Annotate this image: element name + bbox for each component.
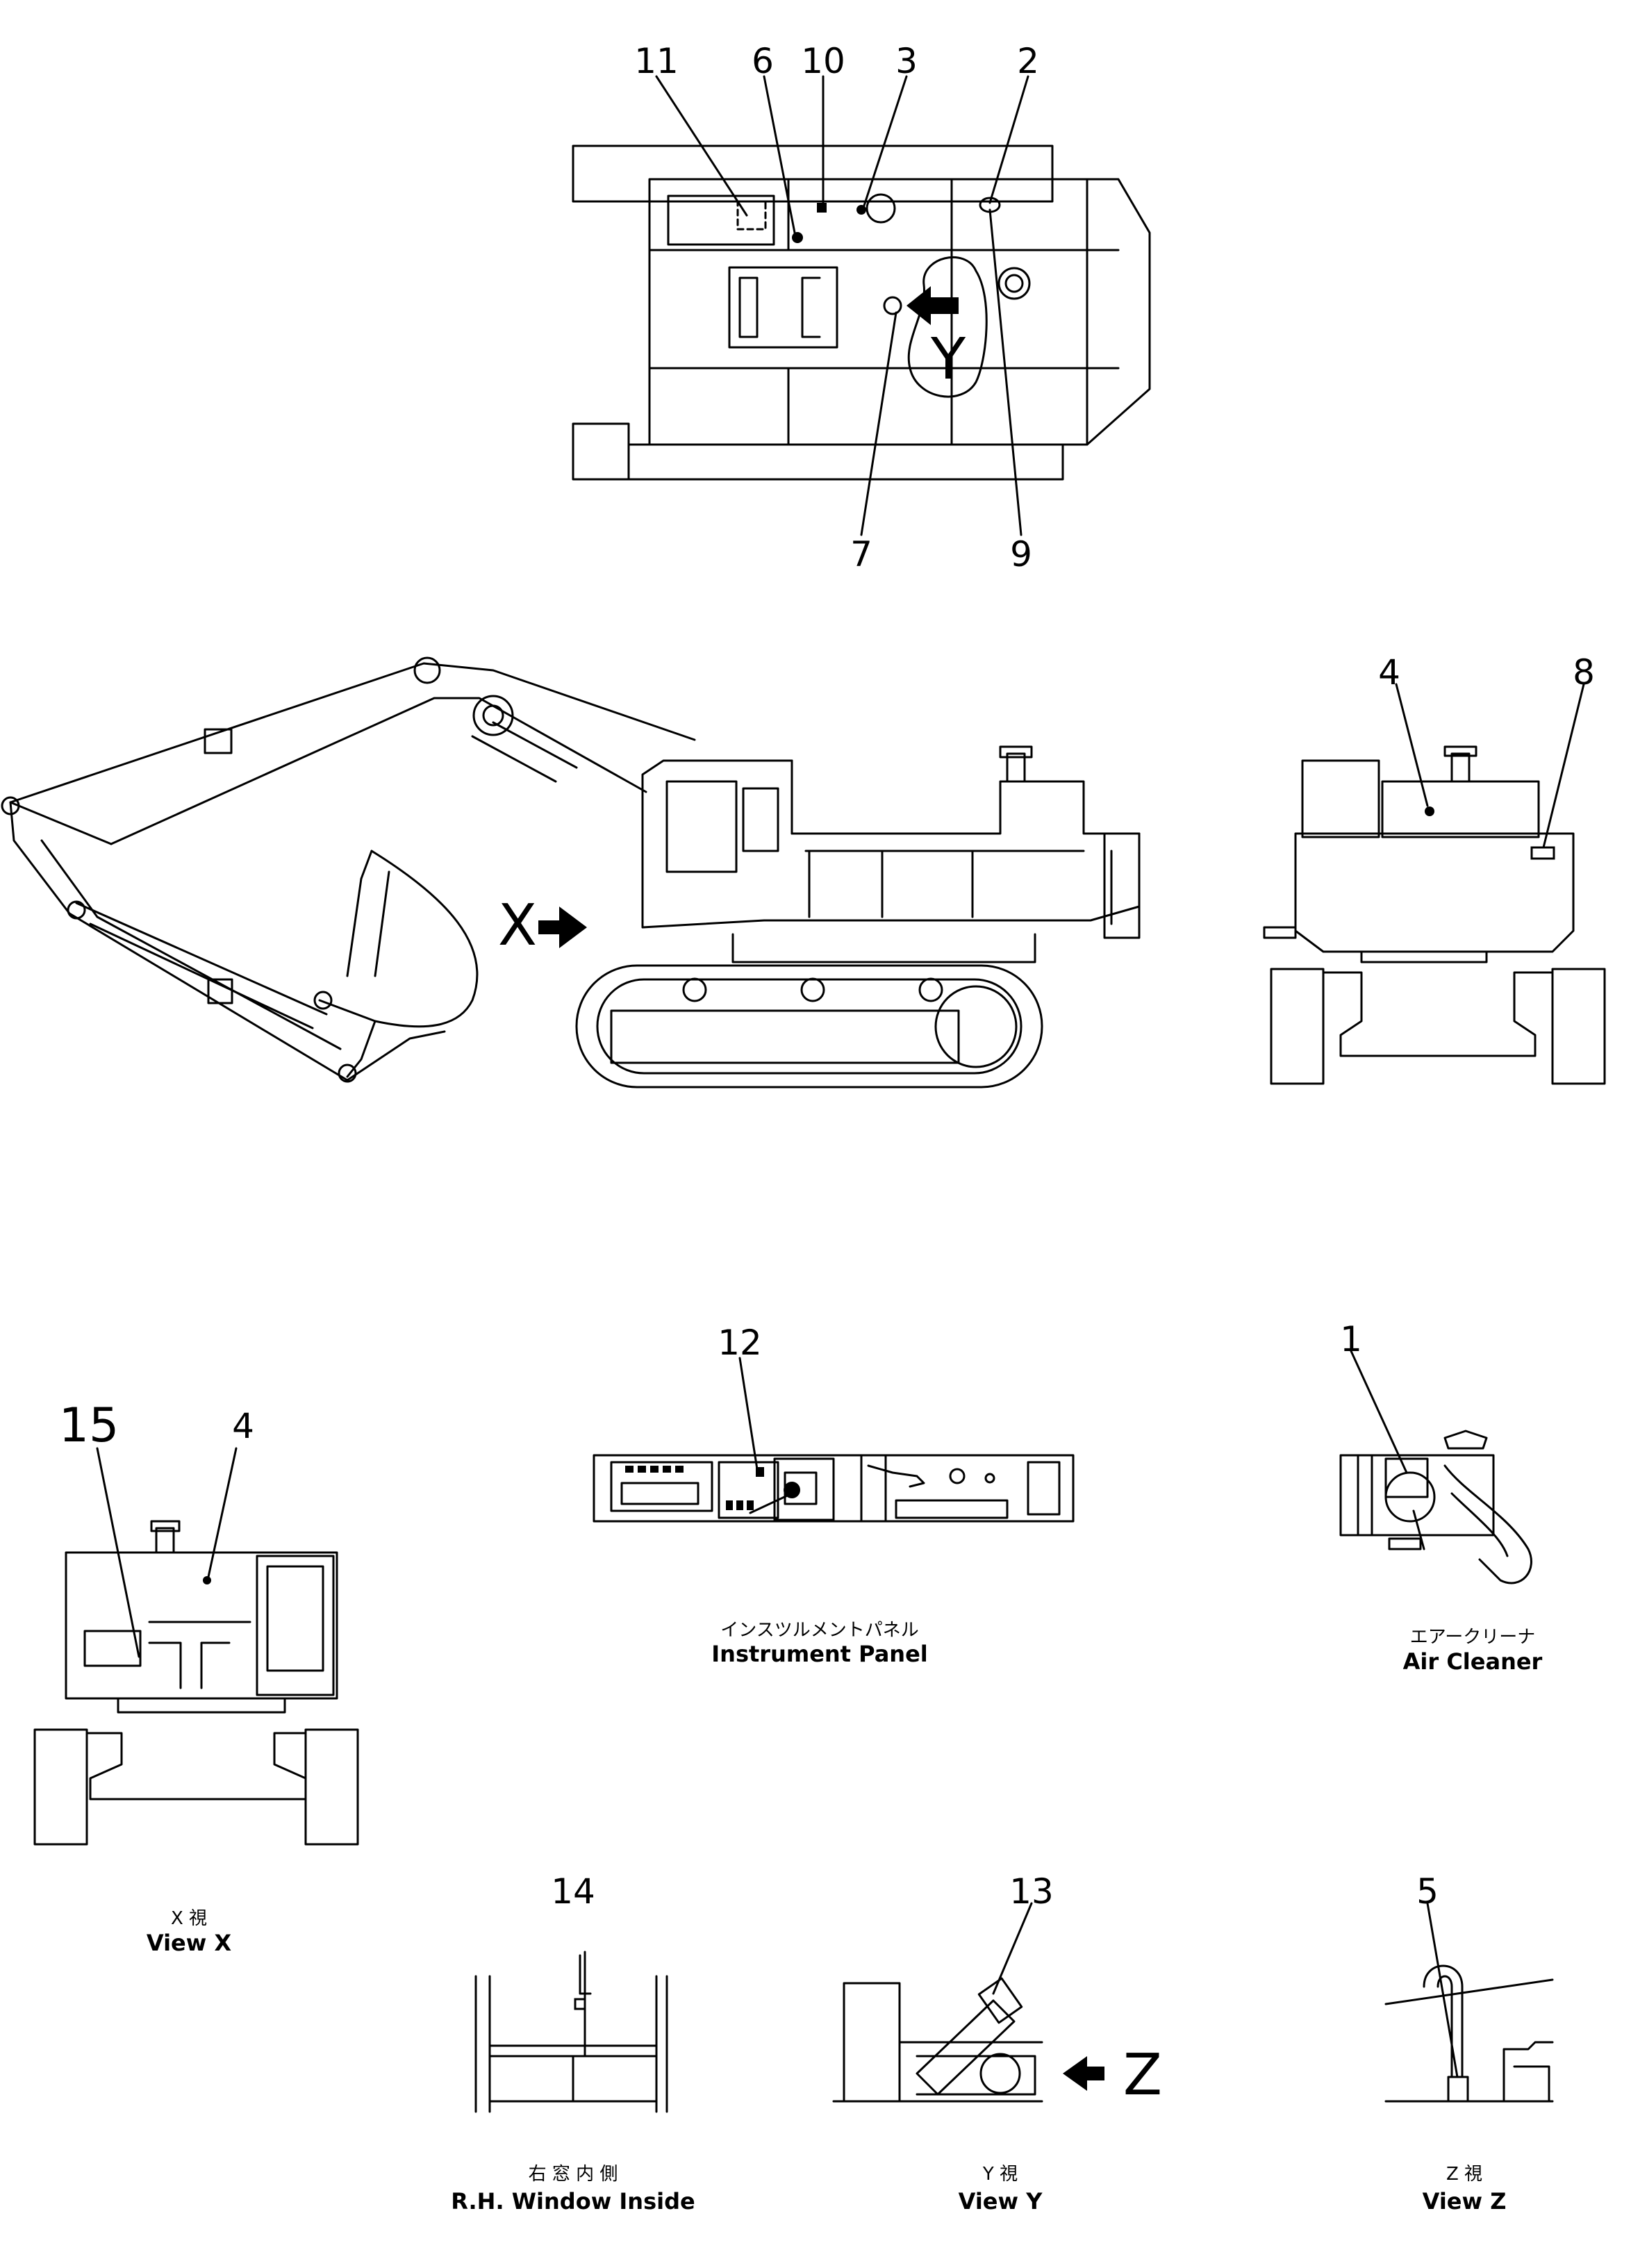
caption-view-x: View X (147, 1930, 232, 1956)
caption-rh-window-jp: 右 窓 内 側 (529, 2164, 618, 2185)
caption-view-y: View Y (959, 2188, 1043, 2215)
callout-1: 1 (1340, 1319, 1362, 1359)
view-x-marker: X (498, 893, 537, 959)
callout-2: 2 (1017, 41, 1039, 81)
callout-4-front: 4 (232, 1406, 254, 1446)
callout-3: 3 (895, 41, 918, 81)
callout-13: 13 (1009, 1871, 1054, 1912)
callout-4-rear: 4 (1378, 652, 1400, 693)
caption-air-cleaner-jp: エアークリーナ (1410, 1627, 1535, 1648)
callout-7: 7 (850, 534, 872, 574)
instrument-panel-view: 12 インスツルメントパネル Instrument Panel (593, 1323, 1075, 1667)
view-y: 13 Z Y 視 View Y (832, 1871, 1162, 2215)
callout-12: 12 (718, 1323, 762, 1363)
caption-air-cleaner: Air Cleaner (1403, 1648, 1543, 1675)
callout-9: 9 (1010, 534, 1032, 574)
callout-14: 14 (551, 1871, 595, 1912)
callout-8: 8 (1573, 652, 1595, 693)
view-z: 5 Z 視 View Z (1384, 1871, 1554, 2215)
callout-15: 15 (59, 1398, 119, 1453)
callout-6: 6 (752, 41, 774, 81)
callout-5: 5 (1416, 1871, 1439, 1912)
caption-view-z-jp: Z 視 (1446, 2164, 1482, 2185)
callout-10: 10 (801, 41, 845, 81)
view-z-marker: Z (1123, 2042, 1162, 2108)
view-x: 15 4 X 視 View X (33, 1398, 359, 1956)
caption-instrument-panel: Instrument Panel (711, 1641, 928, 1667)
caption-rh-window: R.H. Window Inside (451, 2188, 695, 2215)
view-y-marker: Y (930, 326, 966, 392)
caption-view-x-jp: X 視 (171, 1908, 207, 1929)
air-cleaner-view: 1 エアークリーナ Air Cleaner (1339, 1319, 1543, 1675)
callout-11: 11 (634, 41, 679, 81)
caption-view-z: View Z (1423, 2188, 1507, 2215)
rh-window-view: 14 右 窓 内 側 R.H. Window Inside (451, 1871, 695, 2215)
caption-view-y-jp: Y 視 (982, 2164, 1018, 2185)
caption-instrument-panel-jp: インスツルメントパネル (720, 1620, 918, 1641)
top-view: 11 6 10 3 2 7 9 Y (572, 41, 1151, 574)
side-view: X (1, 656, 1141, 1089)
rear-view: 4 8 (1263, 652, 1606, 1085)
